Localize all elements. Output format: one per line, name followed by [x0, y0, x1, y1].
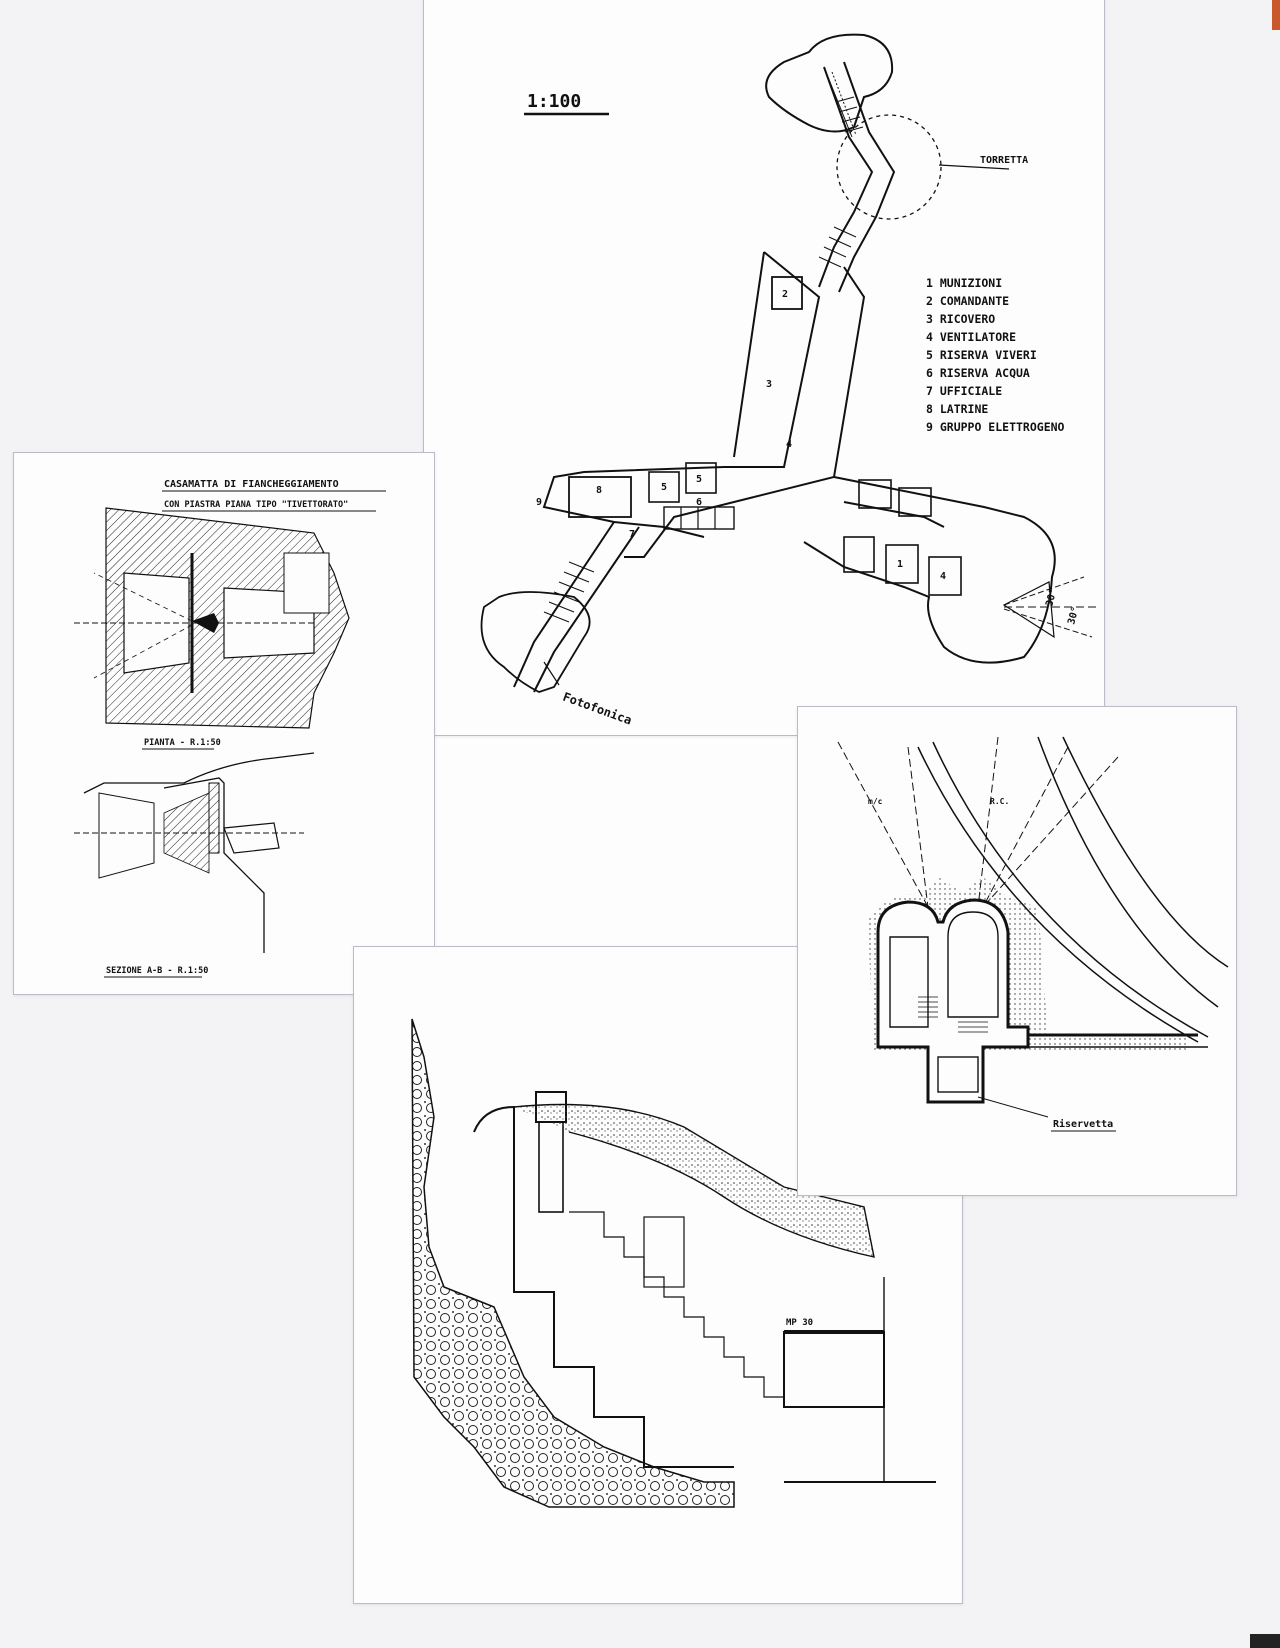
room-number: 6 — [696, 497, 702, 508]
scale-label: 1:100 — [527, 91, 581, 112]
photo-edge — [1250, 1634, 1280, 1648]
legend-item: 3 RICOVERO — [926, 312, 995, 326]
legend-item: 7 UFFICIALE — [926, 384, 1002, 398]
casemate-drawing: CASAMATTA DI FIANCHEGGIAMENTO CON PIASTR… — [74, 479, 386, 978]
legend-item: 8 LATRINE — [926, 402, 988, 416]
mark-a: m/c — [868, 797, 883, 806]
room-number: 8 — [596, 485, 602, 496]
room-number: 3 — [766, 379, 772, 390]
room-number: 1 — [897, 559, 903, 570]
exit-label: Fotofonica — [561, 690, 634, 728]
plan-caption: PIANTA - R.1:50 — [144, 738, 221, 748]
angle-label-b: 30° — [1066, 605, 1081, 625]
room-number: 7 — [629, 529, 635, 540]
section-room-label: MP 30 — [786, 1318, 813, 1328]
bunker-floor-plan: 1:100 TORRETTA Fotofonica 30° 30° 2 3 4 … — [480, 33, 1096, 728]
bunker-section-drawing: MP 30 — [411, 1018, 936, 1508]
riservetta-plan-sheet: m/c R.C. Riservetta — [797, 706, 1237, 1196]
turret-label: TORRETTA — [980, 155, 1028, 166]
bunker-section-sheet: MP 30 — [353, 946, 963, 1604]
room-number: 9 — [536, 497, 542, 508]
bunker-floor-plan-sheet: 1:100 TORRETTA Fotofonica 30° 30° 2 3 4 … — [423, 0, 1105, 736]
plan-legend: 1 MUNIZIONI 2 COMANDANTE 3 RICOVERO 4 VE… — [926, 276, 1065, 434]
riservetta-plan: m/c R.C. Riservetta — [837, 736, 1229, 1132]
legend-item: 5 RISERVA VIVERI — [926, 348, 1037, 362]
room-number: 4 — [786, 439, 792, 450]
casemate-drawing-sheet: CASAMATTA DI FIANCHEGGIAMENTO CON PIASTR… — [13, 452, 435, 995]
legend-item: 9 GRUPPO ELETTROGENO — [926, 420, 1065, 434]
background-sheet — [430, 732, 802, 949]
legend-item: 1 MUNIZIONI — [926, 276, 1002, 290]
legend-item: 6 RISERVA ACQUA — [926, 366, 1030, 380]
room-number: 5 — [661, 482, 667, 493]
angle-label-a: 30° — [1044, 587, 1059, 607]
casemate-subtitle: CON PIASTRA PIANA TIPO "TIVETTORATO" — [164, 500, 348, 510]
legend-item: 4 VENTILATORE — [926, 330, 1016, 344]
photo-edge — [1272, 0, 1280, 30]
casemate-title: CASAMATTA DI FIANCHEGGIAMENTO — [164, 479, 339, 490]
legend-item: 2 COMANDANTE — [926, 294, 1009, 308]
room-number: 2 — [782, 289, 788, 300]
section-caption: SEZIONE A-B - R.1:50 — [106, 966, 208, 976]
room-number: 4 — [940, 571, 946, 582]
room-number: 5 — [696, 474, 702, 485]
riservetta-label: Riservetta — [1053, 1118, 1113, 1130]
mark-b: R.C. — [990, 797, 1009, 806]
